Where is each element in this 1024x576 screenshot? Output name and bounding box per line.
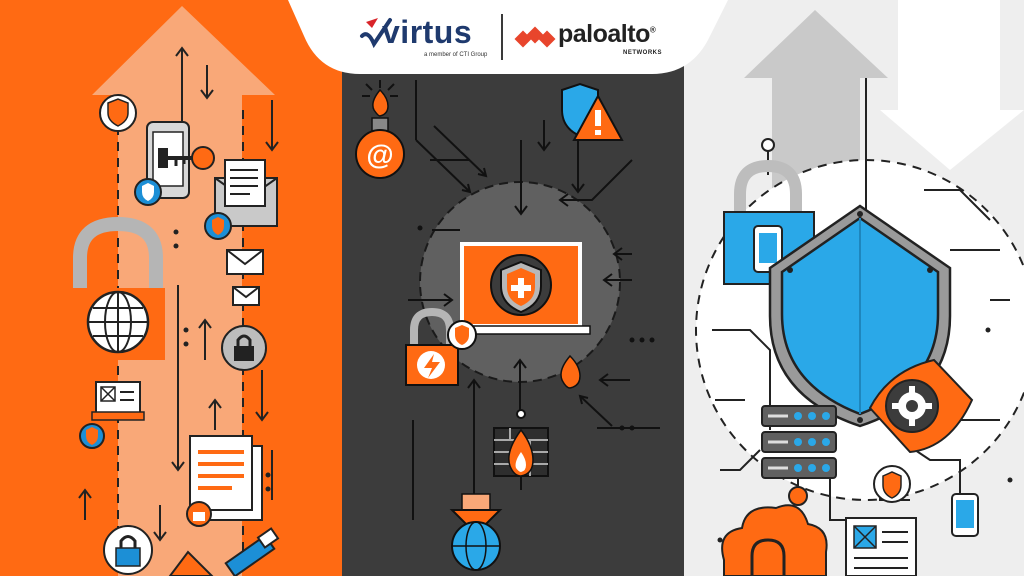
server-icon (761, 405, 837, 506)
usb-key-icon (224, 527, 280, 576)
shield-badge-icon (204, 212, 232, 240)
virtus-logo-mark (360, 18, 392, 49)
left-orange-panel (0, 0, 342, 576)
cloud-lock-icon (721, 504, 828, 576)
settings-gear-icon (868, 358, 974, 454)
right-light-panel (684, 0, 1024, 576)
documents-icon (189, 435, 263, 521)
flame-icon (560, 354, 581, 389)
download-globe-icon (449, 493, 503, 571)
phone-key-icon (146, 121, 215, 199)
lock-badge-icon (221, 325, 267, 371)
mail-icon (226, 249, 264, 275)
firewall-icon (493, 409, 549, 490)
email-document-icon (214, 159, 278, 227)
shield-badge-icon (79, 423, 105, 449)
paloalto-logo-mark (514, 26, 556, 48)
lock-badge-icon (186, 501, 212, 527)
padlock-threat-icon (405, 307, 459, 386)
document-image-icon (91, 381, 145, 421)
shield-badge-icon (99, 94, 137, 132)
email-threat-icon: @ (355, 80, 405, 179)
middle-dark-panel: @ (342, 0, 684, 576)
lock-badge-icon (103, 525, 153, 575)
shield-badge-icon (447, 320, 477, 350)
document-image-icon (845, 517, 917, 576)
mail-icon (232, 286, 260, 306)
mobile-phone-icon (951, 493, 979, 537)
padlock-globe-icon (69, 216, 165, 360)
warning-shield-icon (561, 82, 624, 141)
shield-badge-icon (873, 465, 911, 503)
shield-badge-icon (134, 178, 162, 206)
upload-arrow-shape (92, 6, 275, 576)
secured-laptop-icon (451, 242, 591, 335)
logo-banner (288, 0, 728, 74)
at-symbol: @ (366, 139, 393, 170)
